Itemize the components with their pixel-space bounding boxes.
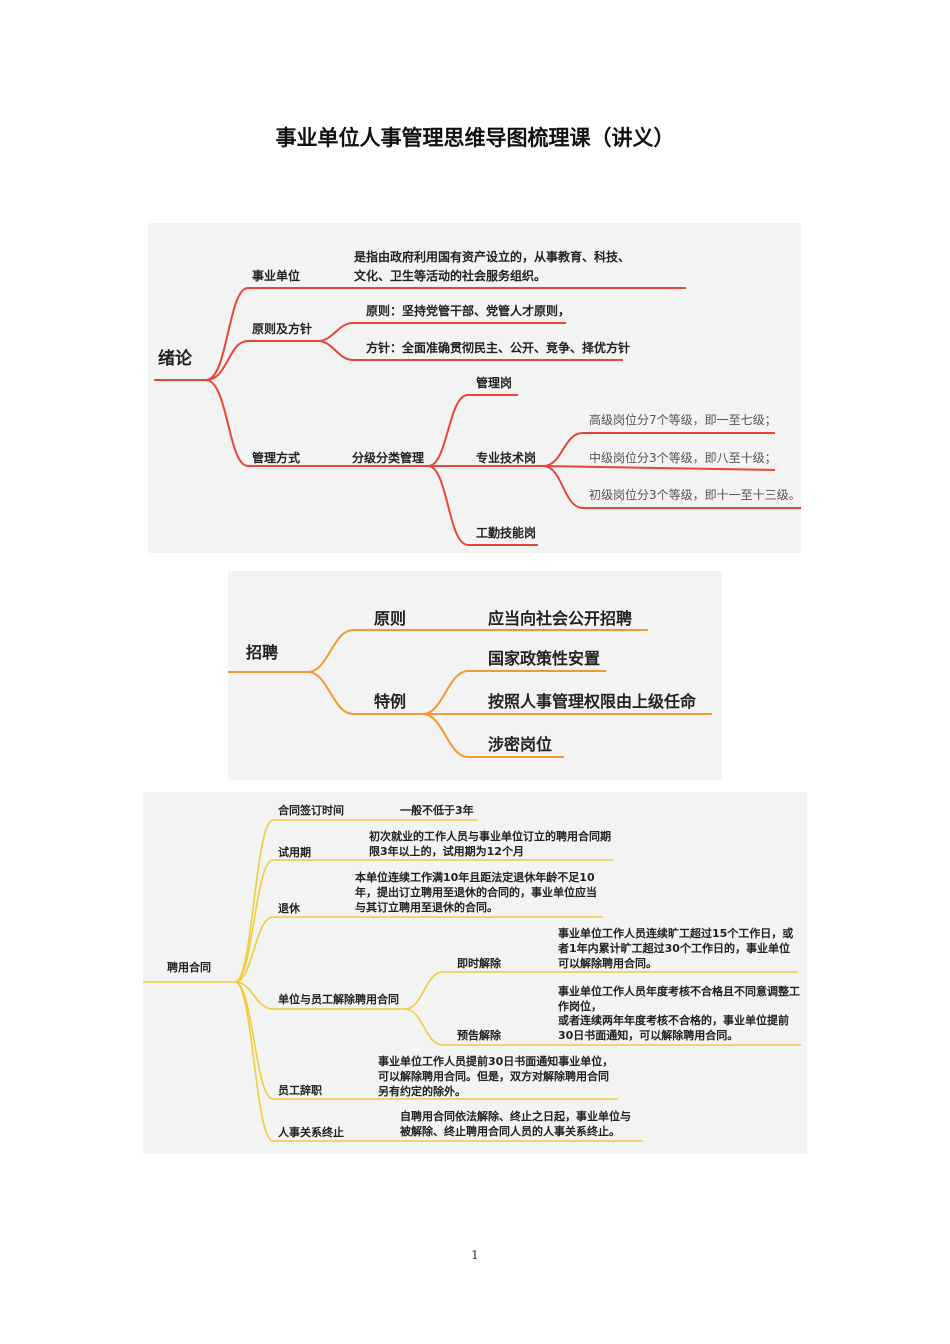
tech-level-junior: 初级岗位分3个等级，即十一至十三级。 <box>589 488 801 502</box>
post-management: 管理岗 <box>476 376 513 390</box>
branch-resign: 员工辞职 <box>278 1084 322 1097</box>
principle-value: 应当向社会公开招聘 <box>488 609 633 628</box>
root-node: 聘用合同 <box>167 961 211 974</box>
dismiss-immediate-value: 事业单位工作人员连续旷工超过15个工作日，或者1年内累计旷工超过30个工作日的，… <box>558 927 794 970</box>
sign-time-value: 一般不低于3年 <box>400 804 474 817</box>
branch-probation: 试用期 <box>278 846 311 859</box>
branch-retire: 退休 <box>278 902 300 915</box>
mindmap-intro-branches <box>154 287 801 546</box>
tech-level-senior: 高级岗位分7个等级，即一至七级； <box>589 413 777 427</box>
exception-item: 按照人事管理权限由上级任命 <box>488 692 697 711</box>
exception-item: 涉密岗位 <box>488 735 553 754</box>
resign-value: 事业单位工作人员提前30日书面通知事业单位，可以解除聘用合同。但是，双方对解除聘… <box>378 1055 614 1098</box>
branch-unit: 事业单位 <box>252 269 301 283</box>
principle-text: 原则：坚持党管干部、党管人才原则， <box>366 304 571 318</box>
branch-dismiss: 单位与员工解除聘用合同 <box>278 993 399 1006</box>
page-number: 1 <box>471 1248 479 1262</box>
mindmap-recruit-branches <box>228 629 712 758</box>
retire-value: 本单位连续工作满10年且距法定退休年龄不足10年，提出订立聘用至退休的合同的，事… <box>355 871 597 914</box>
dismiss-immediate-label: 即时解除 <box>457 957 501 970</box>
tech-level-middle: 中级岗位分3个等级，即八至十级； <box>589 451 777 465</box>
branch-principle: 原则及方针 <box>252 322 313 336</box>
unit-desc-line2: 文化、卫生等活动的社会服务组织。 <box>354 269 547 283</box>
branch-relation-end: 人事关系终止 <box>278 1126 344 1139</box>
branch-management: 管理方式 <box>252 451 301 465</box>
page-title: 事业单位人事管理思维导图梳理课（讲义） <box>275 125 675 150</box>
branch-sign-time: 合同签订时间 <box>278 804 344 817</box>
root-node: 绪论 <box>158 349 192 369</box>
policy-text: 方针：全面准确贯彻民主、公开、竞争、择优方针 <box>366 341 631 355</box>
probation-value: 初次就业的工作人员与事业单位订立的聘用合同期限3年以上的，试用期为12个月 <box>369 830 611 858</box>
post-work: 工勤技能岗 <box>476 526 537 540</box>
mindmap-contract: 聘用合同 合同签订时间 一般不低于3年 试用期 初次就业的工作人员与事业单位订立… <box>143 792 807 1154</box>
root-node: 招聘 <box>246 643 279 662</box>
sub-classification: 分级分类管理 <box>352 451 425 465</box>
dismiss-notice-line1: 事业单位工作人员年度考核不合格且不同意调整工作岗位， <box>558 985 800 1013</box>
unit-desc-line1: 是指由政府利用国有资产设立的，从事教育、科技、 <box>354 250 631 264</box>
branch-exception: 特例 <box>374 692 407 711</box>
relation-end-value: 自聘用合同依法解除、终止之日起，事业单位与被解除、终止聘用合同人员的人事关系终止… <box>400 1110 631 1138</box>
post-technical: 专业技术岗 <box>476 451 537 465</box>
branch-principle: 原则 <box>374 609 407 628</box>
mindmap-recruit: 招聘 原则 应当向社会公开招聘 特例 国家政策性安置 按照人事管理权限由上级任命… <box>228 571 722 780</box>
mindmap-contract-branches <box>143 819 801 1142</box>
exception-item: 国家政策性安置 <box>488 649 601 668</box>
mindmap-intro: 绪论 事业单位 是指由政府利用国有资产设立的，从事教育、科技、 文化、卫生等活动… <box>148 223 801 553</box>
dismiss-notice-label: 预告解除 <box>457 1029 501 1042</box>
dismiss-notice-line2: 或者连续两年年度考核不合格的，事业单位提前30日书面通知，可以解除聘用合同。 <box>558 1014 789 1042</box>
